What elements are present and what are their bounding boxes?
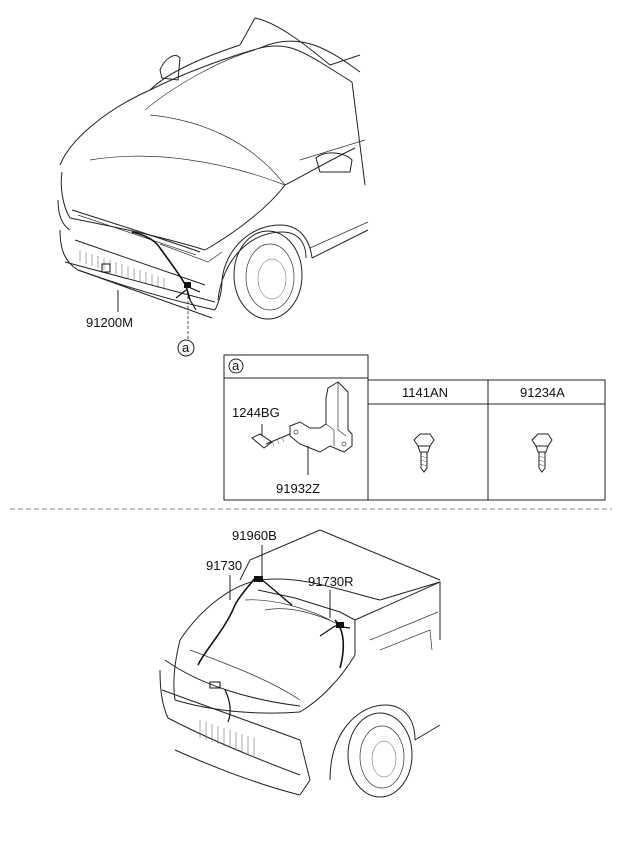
part-label-91960B: 91960B <box>232 528 277 543</box>
callout-a-marker: a <box>177 339 195 357</box>
bolt-icon <box>251 424 291 449</box>
part-label-91200M: 91200M <box>86 315 133 330</box>
front-wheel <box>233 230 303 320</box>
part-label-1244BG: 1244BG <box>232 405 280 420</box>
svg-text:a: a <box>232 358 240 373</box>
bracket-icon <box>289 381 353 475</box>
front-vehicle-illustration <box>57 17 369 320</box>
front-harness-wire <box>101 231 201 311</box>
part-label-91730: 91730 <box>206 558 242 573</box>
rear-bumper-grille <box>199 720 255 756</box>
part-label-91234A: 91234A <box>520 385 565 400</box>
svg-text:a: a <box>182 340 190 355</box>
detail-callout-a: a <box>228 358 244 374</box>
clip-1141AN-icon <box>413 433 435 473</box>
part-label-1141AN: 1141AN <box>402 385 448 400</box>
detail-table <box>223 354 606 501</box>
tailgate-harness-wire <box>197 576 351 723</box>
part-label-91730R: 91730R <box>308 574 354 589</box>
rear-wheel <box>347 712 413 798</box>
part-label-91932Z: 91932Z <box>276 481 320 496</box>
rear-vehicle-illustration <box>159 529 441 798</box>
clip-91234A-icon <box>531 433 553 473</box>
